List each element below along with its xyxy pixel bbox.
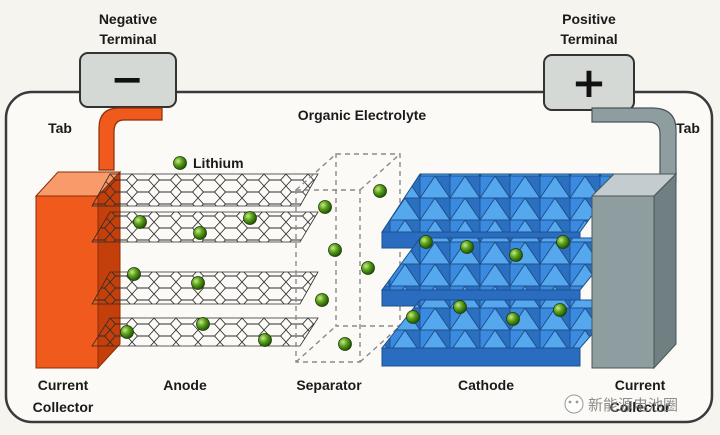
lithium-ion [419,235,433,249]
current-collector-left-label-line2: Collector [33,399,94,415]
positive-terminal-label-line2: Terminal [560,31,617,47]
lithium-ion [406,310,420,324]
positive-terminal: + [543,54,635,111]
positive-terminal-label-line1: Positive [562,11,616,27]
lithium-ion [506,312,520,326]
anode-graphite-layers [91,173,319,347]
lithium-ions [120,156,570,351]
lithium-ion [328,243,342,257]
lithium-ion [509,248,523,262]
current-collector-right-label-line1: Current [615,377,666,393]
minus-symbol: − [110,57,144,103]
lithium-ion [553,303,567,317]
negative-terminal-label-line1: Negative [99,11,158,27]
cathode-crystal-layers [380,173,624,367]
lithium-ion [193,226,207,240]
cathode-current-collector [590,172,678,370]
lithium-ion [191,276,205,290]
wechat-icon [564,394,584,414]
tab-left-label: Tab [48,120,72,136]
negative-terminal: − [79,52,177,108]
lithium-ion [453,300,467,314]
lithium-ion [460,240,474,254]
separator-label: Separator [296,377,362,393]
anode-label: Anode [163,377,207,393]
lithium-ion [196,317,210,331]
lithium-ion [258,333,272,347]
negative-terminal-label-line2: Terminal [99,31,156,47]
separator [295,153,401,363]
lithium-ion [243,211,257,225]
lithium-ion [338,337,352,351]
watermark-text: 新能源电池圈 [588,396,678,414]
lithium-label: Lithium [193,155,244,171]
lithium-ion [127,267,141,281]
lithium-ion [120,325,134,339]
anode-tab [98,107,163,171]
lithium-ion [373,184,387,198]
lithium-ion [361,261,375,275]
current-collector-left-label-line1: Current [38,377,89,393]
cathode-label: Cathode [458,377,514,393]
lithium-ion [318,200,332,214]
lithium-ion [173,156,187,170]
tab-right-label: Tab [676,120,700,136]
lithium-ion [133,215,147,229]
lithium-ion [315,293,329,307]
current-collector-right-label-line2: Collector [610,399,671,415]
lithium-ion [556,235,570,249]
watermark: 新能源电池圈 [564,394,678,414]
plus-symbol: + [571,58,606,107]
electrolyte-label: Organic Electrolyte [298,107,427,123]
